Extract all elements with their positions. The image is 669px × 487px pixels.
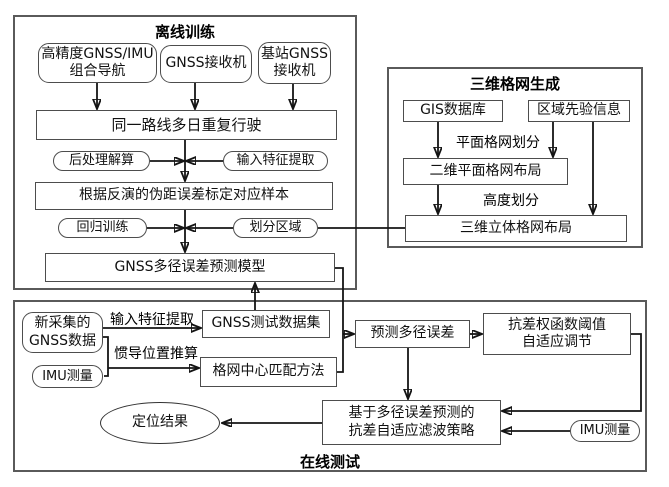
node-3d-grid-layout: 三维立体格网布局 xyxy=(405,215,627,242)
frame-offline-training xyxy=(13,15,357,290)
node-gis-database: GIS数据库 xyxy=(403,100,503,122)
label-plane-grid-division: 平面格网划分 xyxy=(456,135,540,151)
node-gnss-test-dataset: GNSS测试数据集 xyxy=(202,310,330,338)
node-regression-training: 回归训练 xyxy=(58,218,147,238)
node-region-division: 划分区域 xyxy=(233,218,318,238)
frame-online-testing xyxy=(13,300,647,472)
online-testing-title: 在线测试 xyxy=(299,453,360,471)
label-height-division: 高度划分 xyxy=(483,193,539,209)
node-gnss-receiver: GNSS接收机 xyxy=(160,45,252,83)
offline-training-title: 离线训练 xyxy=(154,23,215,41)
node-input-feature-extraction: 输入特征提取 xyxy=(223,151,328,171)
node-multipath-prediction-model: GNSS多径误差预测模型 xyxy=(45,253,335,282)
label-input-feature-extraction: 输入特征提取 xyxy=(110,312,194,328)
node-base-station-gnss: 基站GNSS 接收机 xyxy=(258,42,331,84)
label-ins-position-reckoning: 惯导位置推算 xyxy=(114,346,198,362)
node-positioning-result: 定位结果 xyxy=(100,402,220,444)
node-robust-adaptive-filter-strategy: 基于多径误差预测的 抗差自适应滤波策略 xyxy=(322,400,501,445)
node-imu-measurement-1: IMU测量 xyxy=(32,365,103,388)
node-calibrate-samples: 根据反演的伪距误差标定对应样本 xyxy=(35,182,333,210)
node-new-gnss-data: 新采集的 GNSS数据 xyxy=(22,312,103,353)
node-robust-weight-threshold: 抗差权函数阈值 自适应调节 xyxy=(483,313,631,355)
frame-3d-grid-generation xyxy=(387,67,643,248)
node-repeat-driving: 同一路线多日重复行驶 xyxy=(36,110,337,140)
node-highprecision-gnss-imu: 高精度GNSS/IMU 组合导航 xyxy=(38,43,157,83)
node-predicted-multipath-error: 预测多径误差 xyxy=(355,320,470,348)
grid-generation-title: 三维格网生成 xyxy=(469,75,560,93)
node-2d-grid-layout: 二维平面格网布局 xyxy=(403,158,568,185)
node-imu-measurement-2: IMU测量 xyxy=(570,420,640,442)
node-grid-center-matching: 格网中心匹配方法 xyxy=(200,357,337,387)
node-region-prior-info: 区域先验信息 xyxy=(528,100,630,122)
node-postprocessing: 后处理解算 xyxy=(53,151,150,171)
